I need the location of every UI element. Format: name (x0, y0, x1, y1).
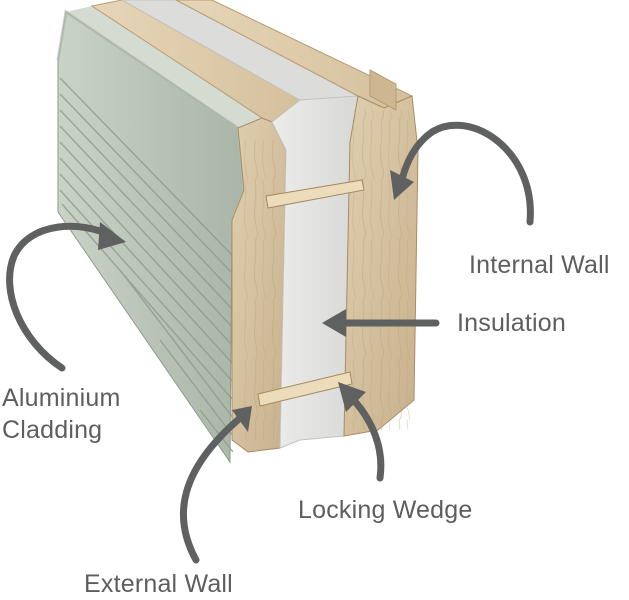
external-wall-arrow (179, 414, 244, 564)
external-timber-layer (90, 0, 301, 453)
aluminium-cladding-panel (56, 6, 262, 464)
callout-arrowheads (98, 170, 414, 432)
cladding-ribs (59, 77, 234, 453)
aluminium-cladding-arrow (6, 222, 116, 372)
external-wall-label-text: External Wall (84, 570, 233, 598)
locking-wedge-label-text: Locking Wedge (298, 496, 473, 524)
aluminium-cladding-label-line2: Cladding (2, 416, 103, 444)
cladding-top-edge (66, 6, 262, 128)
insulation-label-text: Insulation (457, 309, 567, 337)
insulation-label: Insulation (457, 307, 566, 339)
lower-locking-wedge (257, 371, 353, 407)
locking-wedges (257, 179, 365, 407)
internal-wall-arrowhead (390, 170, 414, 200)
aluminium-cladding-arrowhead (98, 222, 126, 250)
aluminium-cladding-label: Aluminium Cladding (2, 382, 121, 446)
external-wall-label: External Wall (84, 568, 233, 600)
internal-wall-label: Internal Wall (469, 249, 610, 281)
external-wall-arrowhead (232, 406, 252, 432)
internal-wall-label-text: Internal Wall (469, 251, 610, 279)
locking-wedge-arrowhead (338, 382, 366, 412)
insulation-arrowhead (322, 309, 346, 337)
upper-locking-wedge (265, 179, 365, 209)
callout-arrows (6, 121, 534, 564)
aluminium-cladding-label-line1: Aluminium (2, 384, 121, 412)
locking-wedge-label: Locking Wedge (298, 494, 472, 526)
internal-wall-arrow (396, 121, 534, 226)
